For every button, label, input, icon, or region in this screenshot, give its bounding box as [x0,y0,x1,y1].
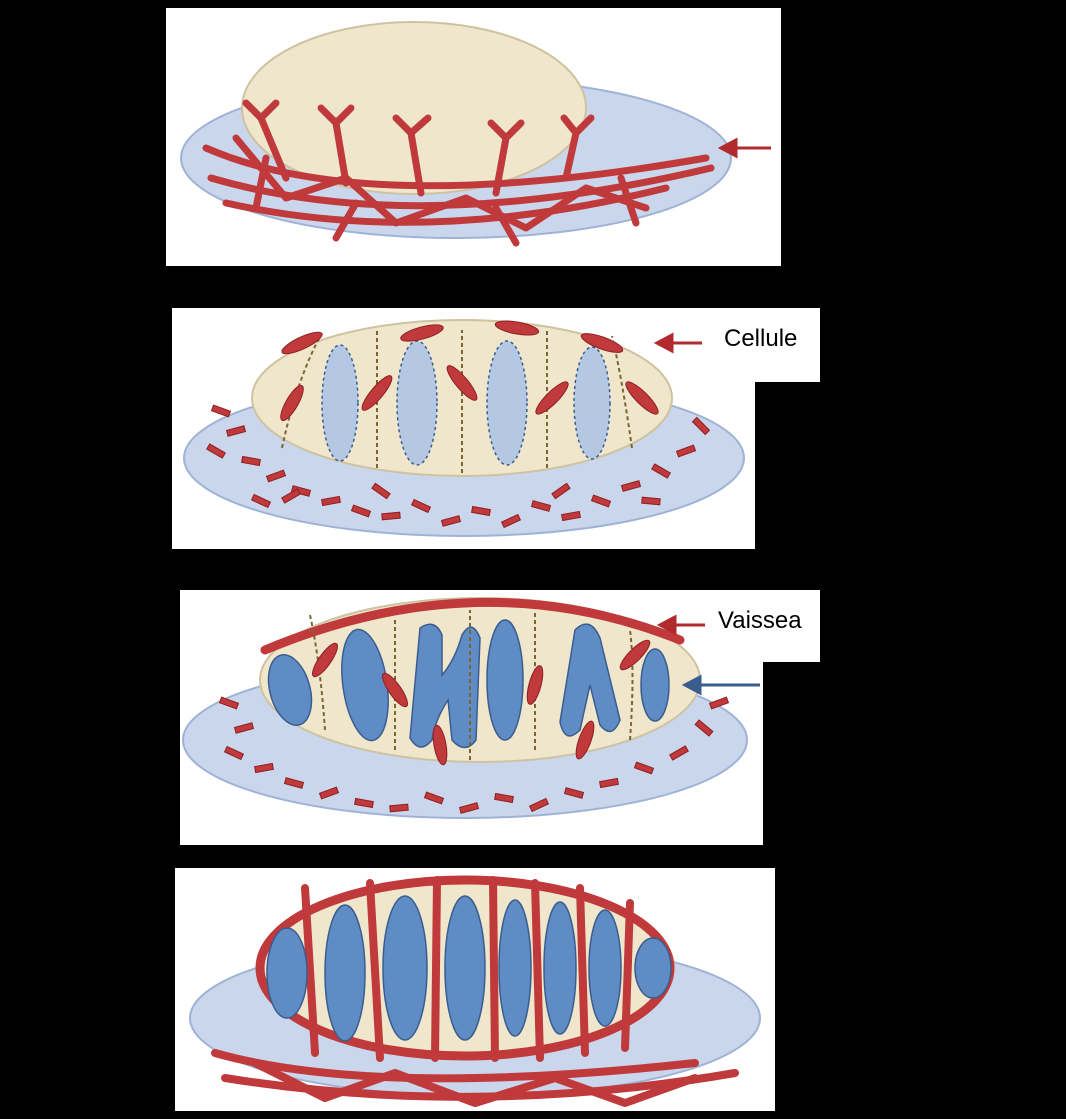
stage-2-panel [172,308,755,549]
stage-4-panel [175,868,775,1111]
stage-3-panel [180,590,763,845]
stage-2-label: Cellule [724,327,820,351]
red-pointer-arrow-icon [657,335,702,351]
stage-2-illustration [172,308,755,549]
stage-1-panel [166,8,781,266]
stage-1-illustration [166,8,781,266]
blue-pointer-arrow-icon [685,677,760,693]
stage-4-illustration [175,868,775,1111]
red-pointer-arrow-icon [721,140,771,156]
stage-3-label: Vaissea [718,609,820,633]
stage-3-illustration [180,590,763,845]
